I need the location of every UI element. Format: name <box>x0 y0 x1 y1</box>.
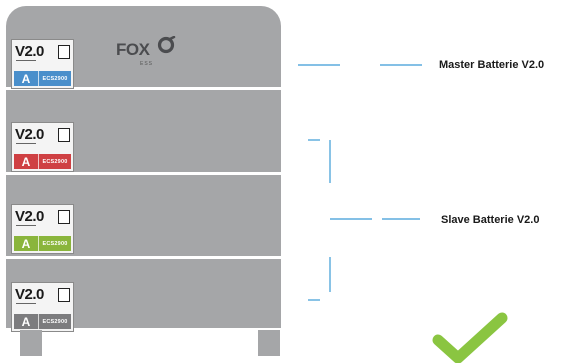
battery-module-slave-1: V2.0 A ECS2900 <box>6 90 281 172</box>
fox-ess-ring-icon <box>157 36 176 54</box>
foot-right <box>258 330 280 356</box>
module-label: V2.0 A ECS2900 <box>11 39 74 89</box>
model-name: ECS2900 <box>42 158 68 165</box>
module-label: V2.0 A ECS2900 <box>11 204 74 254</box>
slave-battery-callout: Slave Batterie V2.0 <box>441 214 540 226</box>
brand-logo-text: FOX <box>116 40 150 59</box>
label-divider <box>16 303 36 304</box>
label-checkbox <box>58 45 70 59</box>
label-checkbox <box>58 210 70 224</box>
label-divider <box>16 143 36 144</box>
model-name: ECS2900 <box>42 75 68 82</box>
model-bar: A ECS2900 <box>14 314 71 329</box>
label-checkbox <box>58 288 70 302</box>
model-name: ECS2900 <box>42 318 68 325</box>
model-name: ECS2900 <box>42 240 68 247</box>
model-letter: A <box>14 71 39 86</box>
version-text: V2.0 <box>15 286 44 303</box>
label-checkbox <box>58 128 70 142</box>
label-divider <box>16 225 36 226</box>
battery-module-master: V2.0 A ECS2900 FOX ESS <box>6 6 281 89</box>
battery-module-slave-3: V2.0 A ECS2900 <box>6 259 281 332</box>
foot-left <box>20 330 42 356</box>
label-divider <box>16 60 36 61</box>
battery-stack: V2.0 A ECS2900 FOX ESS V2.0 A ECS2900 <box>6 6 281 332</box>
stack-base <box>6 330 281 363</box>
model-bar: A ECS2900 <box>14 154 71 169</box>
model-bar: A ECS2900 <box>14 71 71 86</box>
version-text: V2.0 <box>15 43 44 60</box>
model-letter: A <box>14 154 39 169</box>
checkmark-icon <box>432 312 508 363</box>
model-letter: A <box>14 236 39 251</box>
version-text: V2.0 <box>15 126 44 143</box>
brand-logo-sub: ESS <box>140 61 154 67</box>
version-text: V2.0 <box>15 208 44 225</box>
battery-module-slave-2: V2.0 A ECS2900 <box>6 175 281 256</box>
module-label: V2.0 A ECS2900 <box>11 122 74 172</box>
model-letter: A <box>14 314 39 329</box>
master-battery-callout: Master Batterie V2.0 <box>439 59 545 71</box>
model-bar: A ECS2900 <box>14 236 71 251</box>
module-label: V2.0 A ECS2900 <box>11 282 74 332</box>
